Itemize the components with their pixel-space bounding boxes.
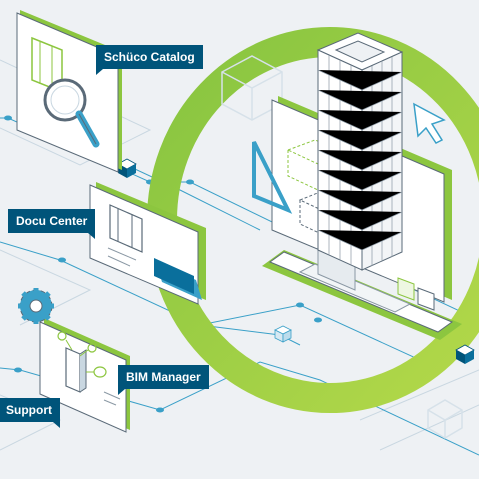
tower-building — [316, 32, 404, 271]
label-support[interactable]: Support — [0, 398, 60, 428]
ghost-cube-bottom — [427, 399, 463, 439]
bim-screen — [39, 318, 130, 433]
gear-icon — [18, 288, 54, 324]
magnifier-icon — [43, 78, 100, 148]
label-docu-center[interactable]: Docu Center — [8, 209, 96, 239]
folder-icon — [154, 258, 202, 300]
screen-widget-icons — [397, 277, 435, 311]
set-square-icon — [252, 141, 293, 214]
label-bim-manager[interactable]: BIM Manager — [118, 365, 209, 395]
node-cube-middle — [274, 325, 292, 343]
node-cube-right — [455, 344, 475, 364]
node-cube-left — [117, 158, 137, 178]
cursor-icon — [413, 102, 446, 144]
label-schuco-catalog[interactable]: Schüco Catalog — [96, 45, 203, 75]
